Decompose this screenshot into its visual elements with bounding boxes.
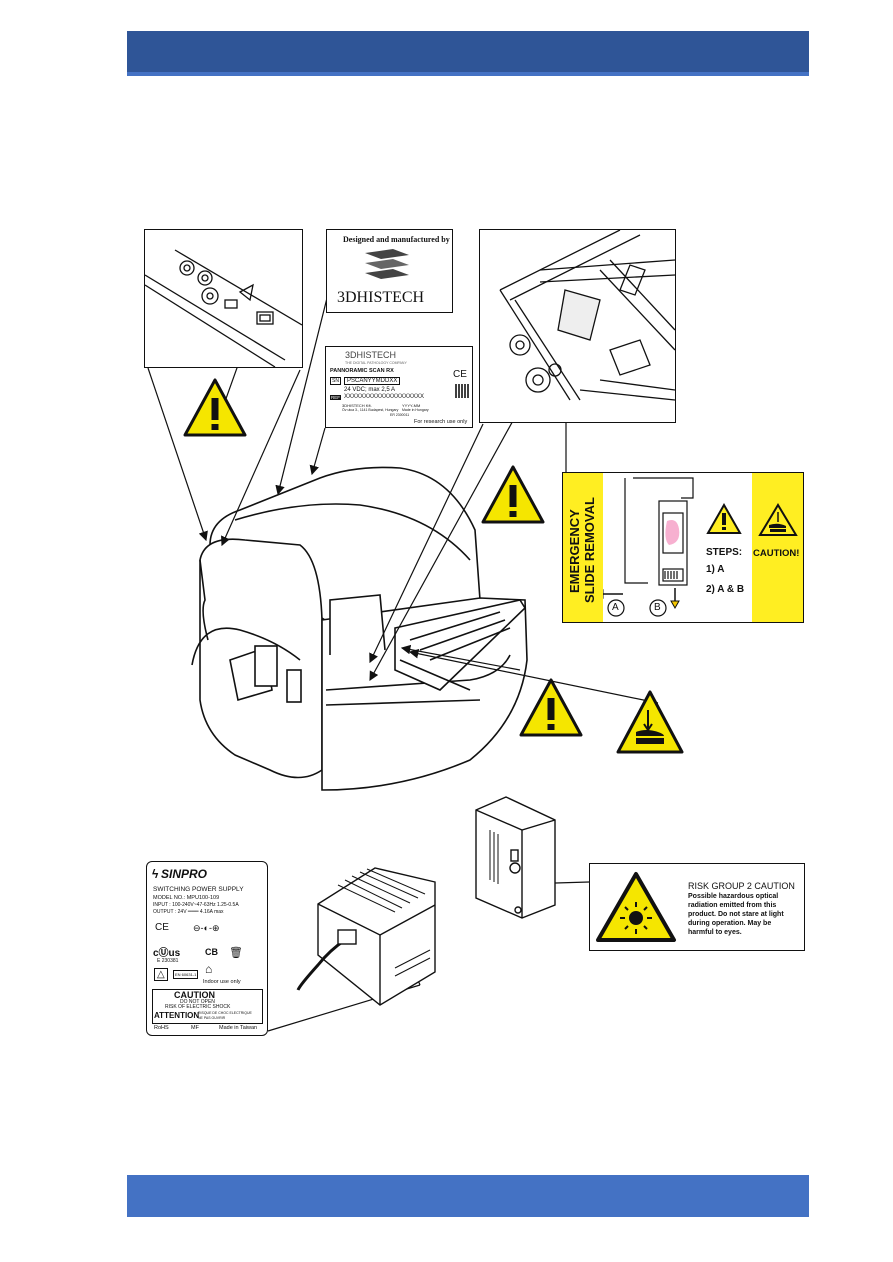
page-header-bar [127,31,809,76]
product-tagline: THE DIGITAL PATHOLOGY COMPANY [345,361,407,365]
manufacture-date: YYYY-MM [402,403,421,408]
psu-output: OUTPUT : 24V ═══ 4.16A max [153,909,224,915]
connector-panel-inset [144,229,303,368]
slide-mechanism-illustration [499,229,676,401]
made-in-country: Made in Hungary [402,408,429,412]
lightning-icon: ϟ [152,867,159,881]
ref-prefix: REF [330,395,341,400]
product-brand: 3DHISTECH [345,350,397,360]
research-use-text: For research use only [414,419,468,425]
emergency-slide-removal-label: EMERGENCY SLIDE REMOVAL A B STEPS: 1) A … [562,472,804,623]
emergency-title-2: SLIDE REMOVAL [582,497,597,603]
psu-rohs: RoHS [154,1025,169,1031]
slide-removal-diagram [603,477,694,617]
risk-line-4: during operation. May be [688,920,772,927]
psu-do-not-open: DO NOT OPEN [180,999,215,1005]
ref-number: XXXXXXXXXXXXXXXXXXXX [344,394,425,400]
caution-box [152,989,263,1024]
product-name: PANNORAMIC SCAN RX [330,368,394,374]
psu-made-in: Made in Taiwan [219,1025,258,1031]
weee-bin-icon: 🗑 [229,947,243,959]
risk-line-1: Possible hazardous optical [688,893,779,900]
optical-radiation-warning-icon [596,872,676,942]
slide-mechanism-inset [479,229,676,423]
caution-warning-icon [706,503,742,534]
emergency-title-1: EMERGENCY [567,509,582,593]
psu-mf: MF [191,1025,199,1031]
designed-by-text: Designed and manufactured by [343,235,450,244]
manufacturer-company: 3DHISTECH Kft. [342,403,372,408]
psu-model: MODEL NO.: MPU100-109 [153,895,220,901]
caution-yellow-band [752,473,803,622]
psu-title: SWITCHING POWER SUPPLY [153,886,244,893]
risk-title: RISK GROUP 2 CAUTION [688,881,795,891]
manufacturer-label: Designed and manufactured by 3DHISTECH [326,229,453,313]
step-1: 1) A [706,564,725,575]
psu-risk: RISK OF ELECTRIC SHOCK [165,1004,231,1010]
reg-code: ER 2300011 [390,413,410,417]
power-rating: 24 VDC; max 2,5 A [344,387,396,393]
manufacturer-address: Öv utca 3., 1141 Budapest, Hungary [342,408,399,412]
step-b-marker: B [654,602,661,613]
caution-text: CAUTION! [753,548,800,559]
psu-caution: CAUTION [174,990,215,1000]
steps-label: STEPS: [706,547,743,558]
risk-group-label: RISK GROUP 2 CAUTION Possible hazardous … [589,863,805,951]
risk-line-5: harmful to eyes. [688,929,742,936]
ul-mark: cⓊus [153,948,181,959]
psu-ce: CE [155,922,169,933]
hand-crush-icon [758,503,798,536]
psu-input: INPUT : 100-240V~47-63Hz 1.25-0.5A [153,902,239,908]
serial-prefix: SN [330,377,341,385]
ul-number: E 230381 [157,958,179,964]
risk-line-2: radiation emitted from this [688,902,777,909]
risk-line-3: product. Do not stare at light [688,911,784,918]
product-rating-label: 3DHISTECH THE DIGITAL PATHOLOGY COMPANY … [325,346,473,428]
psu-attention: ATTENTION [154,1011,200,1020]
page-footer-bar [127,1175,809,1217]
en-mark: EN 60631-1 [173,970,199,979]
serial-number: PSCANYYMDDXX [344,377,401,385]
warning-small-icon: △ [154,968,168,981]
brand-text: 3DHISTECH [337,289,425,306]
3dhistech-logo-icon [365,249,409,279]
emergency-yellow-band [563,473,603,622]
power-supply-label: SINPRO ϟ SWITCHING POWER SUPPLY MODEL NO… [146,861,268,1036]
polarity-icon: ⊖-◐-⊕ [193,923,220,933]
psu-brand: SINPRO [161,867,208,881]
home-icon: ⌂ [205,962,213,976]
qr-code-icon [455,384,469,398]
psu-fr-2: NE PAS OUVRIR [198,1016,226,1020]
psu-indoor: Indoor use only [203,979,241,985]
step-2: 2) A & B [706,584,745,595]
step-a-marker: A [612,602,619,613]
ce-mark: CE [453,369,467,380]
psu-cb: CB [205,947,218,957]
psu-fr-1: RISQUE DE CHOC ELECTRIQUE [198,1011,252,1015]
connector-panel-illustration [144,249,303,368]
